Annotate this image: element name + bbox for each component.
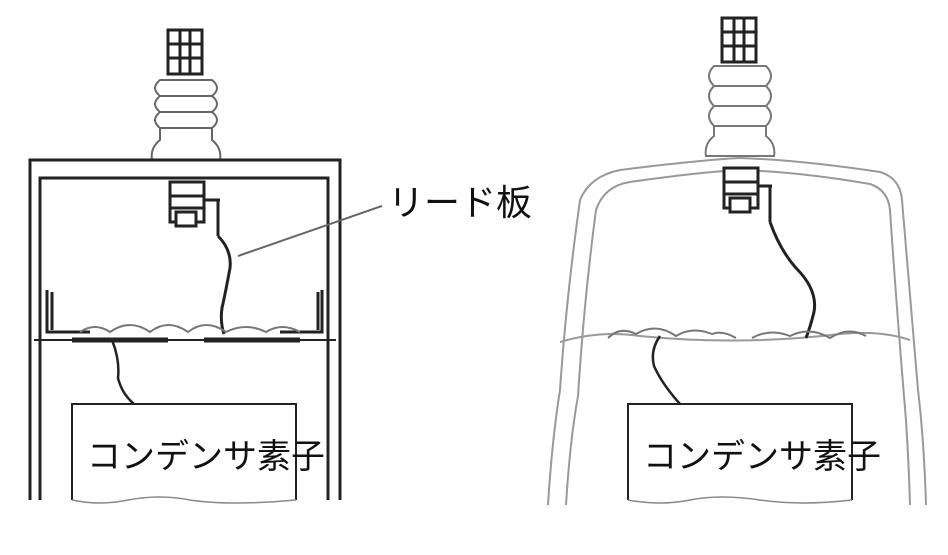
right-element-wave-right — [751, 330, 867, 340]
right-lead-wire — [768, 221, 817, 339]
left-inner-nut — [168, 180, 220, 236]
right-terminal-bolt — [720, 16, 758, 64]
right-bushing — [704, 65, 776, 157]
right-capacitor — [547, 16, 927, 506]
capacitor-element-label-left: コンデンサ素子 — [87, 437, 325, 477]
right-element-wave-left — [607, 327, 737, 339]
right-inner-nut — [722, 166, 772, 222]
left-lid-bracket — [45, 290, 324, 334]
left-element-bottom — [71, 496, 297, 504]
left-terminal-bolt — [166, 28, 204, 76]
left-capacitor — [28, 28, 383, 504]
lead-plate-label: リード板 — [388, 183, 533, 224]
lead-leader-line — [237, 205, 383, 257]
left-element-box — [71, 403, 297, 500]
left-element-wave — [79, 324, 301, 334]
right-element-bottom — [627, 496, 853, 504]
left-bushing — [150, 79, 222, 161]
left-element-wire — [110, 339, 135, 405]
right-element-wire — [651, 335, 681, 405]
capacitor-element-label-right: コンデンサ素子 — [643, 437, 881, 477]
right-element-box — [627, 403, 853, 500]
left-lead-wire — [216, 234, 232, 335]
